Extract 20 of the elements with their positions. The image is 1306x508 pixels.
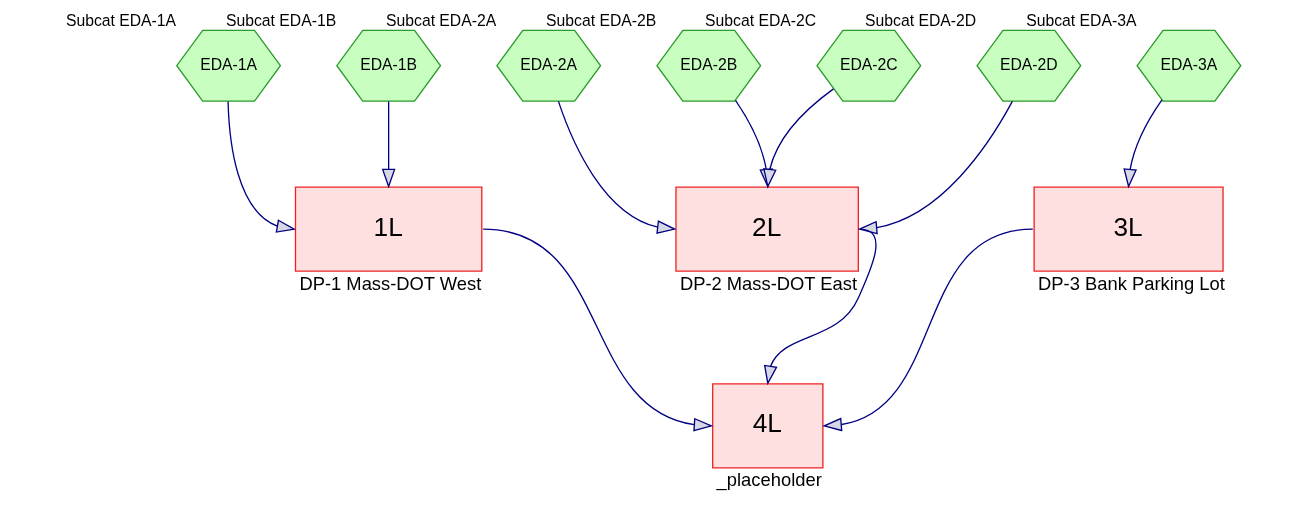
arrow [482, 228, 714, 432]
arrow [1123, 99, 1163, 189]
arrow [763, 88, 835, 189]
node-label: Subcat EDA-3A [1026, 11, 1137, 29]
node-label: DP-2 Mass-DOT East [679, 272, 858, 294]
node-label: Subcat EDA-1A [65, 11, 177, 29]
node-label: _placeholder [716, 469, 822, 491]
node-label: DP-1 Mass-DOT West [299, 272, 482, 294]
node-label: Subcat EDA-2B [546, 11, 657, 29]
arrow [857, 100, 1013, 235]
node-label: Subcat EDA-1B [225, 11, 337, 29]
arrow [381, 100, 396, 189]
arrow [763, 228, 877, 386]
node-label: Subcat EDA-2C [705, 11, 817, 29]
node-label: Subcat EDA-2D [865, 11, 977, 29]
node-label: Subcat EDA-2A [386, 11, 497, 29]
arrow [822, 228, 1034, 432]
arrow [557, 100, 677, 234]
arrow [227, 100, 297, 233]
node-label: DP-3 Bank Parking Lot [1038, 272, 1225, 294]
